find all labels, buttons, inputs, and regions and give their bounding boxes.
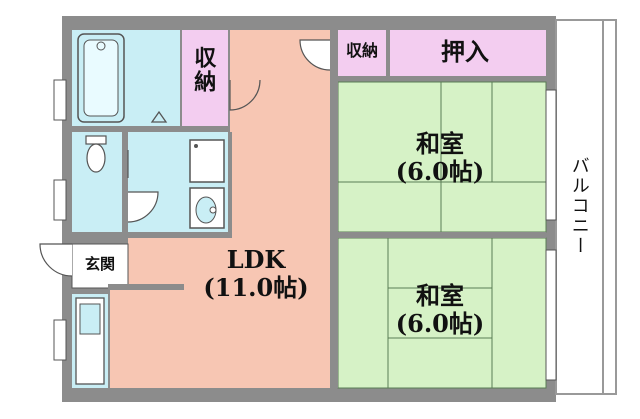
ldk-label: LDK (11.0帖) <box>196 246 316 301</box>
window-washitsu-bottom <box>545 249 557 381</box>
washitsu-top-name: 和室 <box>416 129 464 158</box>
washitsu-top-label: 和室 (6.0帖) <box>370 130 510 185</box>
window-toilet <box>53 179 67 221</box>
oshiire-label: 押入 <box>441 37 489 66</box>
interior-wall-ldk-right <box>330 30 338 388</box>
storage-top-label: 収納 <box>345 41 378 60</box>
ldk-size: (11.0帖) <box>203 272 309 302</box>
washitsu-top-floor <box>338 82 546 232</box>
balcony-area <box>555 19 617 395</box>
washitsu-bottom-name: 和室 <box>416 281 464 310</box>
ldk-floor <box>110 30 330 388</box>
window-washitsu-top <box>545 89 557 221</box>
balcony-label: バルコニー <box>568 156 590 256</box>
entrance-floor <box>71 243 129 289</box>
bath-step-icon <box>150 110 168 123</box>
ldk-name: LDK <box>226 245 286 274</box>
toilet-tank <box>85 135 107 145</box>
oshiire-floor <box>390 30 546 76</box>
storage-left-floor <box>182 30 228 126</box>
storage-top-floor <box>338 30 386 76</box>
door-swing-ldk-top <box>299 39 331 71</box>
faucet-icon <box>209 206 217 214</box>
door-swing-washroom <box>127 191 159 223</box>
tatami-divider-wall <box>338 232 546 238</box>
washitsu-bottom-label: 和室 (6.0帖) <box>370 282 510 337</box>
door-swing-entrance <box>39 243 73 277</box>
door-swing-storage <box>229 79 261 111</box>
washitsu-bottom-floor <box>338 238 546 388</box>
window-kitchen <box>53 319 67 361</box>
drain-icon <box>194 144 198 148</box>
washitsu-bottom-size: (6.0帖) <box>395 308 485 338</box>
window-bath <box>53 79 67 121</box>
bathtub-drain <box>96 41 106 51</box>
entrance-label: 玄関 <box>84 255 115 273</box>
washitsu-top-size: (6.0帖) <box>395 156 485 186</box>
interior-wall-washroom <box>228 132 232 238</box>
toilet-bowl <box>86 143 106 173</box>
bathtub-inner <box>83 39 119 117</box>
storage-left-label: 収納 <box>190 46 217 94</box>
kitchen-sink <box>79 303 101 335</box>
interior-wall-kitchen <box>108 284 184 290</box>
